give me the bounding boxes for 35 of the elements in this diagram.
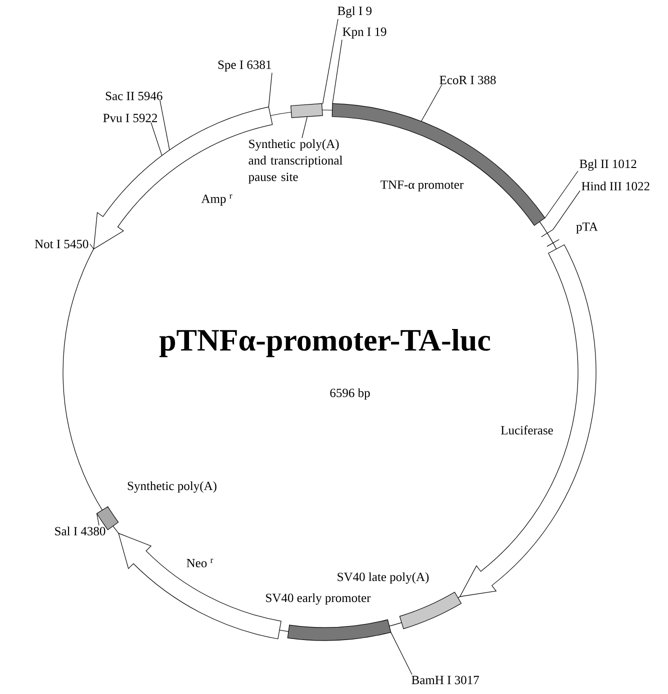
feature-label: SV40 late poly(A) — [338, 572, 429, 584]
feature-band — [290, 103, 323, 118]
leader-line — [302, 116, 308, 138]
leader-line — [90, 244, 94, 250]
restriction-site-label: Bgl I 9 — [338, 6, 372, 18]
feature-label: TNF-α promoter — [380, 180, 464, 192]
restriction-site-label: Kpn I 19 — [342, 28, 386, 38]
leader-line — [420, 84, 442, 122]
leader-line — [552, 190, 580, 230]
leader-line — [150, 122, 162, 156]
feature-label: pTA — [576, 222, 598, 234]
restriction-site-label: Pvu I 5922 — [103, 114, 158, 122]
leader-line — [322, 18, 338, 104]
restriction-site-label: Sac II 5946 — [106, 92, 162, 100]
feature-label: SV40 early promoter — [266, 593, 371, 605]
restriction-site-label: Not I 5450 — [34, 240, 88, 248]
leader-line — [332, 39, 342, 104]
restriction-site-label: Hind III 1022 — [582, 182, 650, 190]
leader-line — [96, 513, 100, 526]
restriction-site-label: Sal I 4380 — [55, 526, 106, 536]
plasmid-size: 6596 bp — [330, 388, 370, 400]
feature-label: Luciferase — [501, 426, 553, 434]
feature-label: Synthetic poly(A) and transcriptional pause site — [248, 139, 342, 184]
leader-line — [390, 632, 412, 675]
plasmid-name: pTNFα-promoter-TA-luc — [159, 328, 490, 358]
restriction-site-label: BamH I 3017 — [412, 676, 479, 684]
feature-label: Synthetic poly(A) — [128, 481, 216, 493]
leader-line — [544, 170, 578, 218]
feature-label: Neo $^{r}$ — [186, 558, 214, 568]
leader-line — [160, 100, 170, 150]
restriction-site-label: Bgl II 1012 — [580, 159, 636, 171]
leader-line — [268, 72, 272, 108]
restriction-site-label: Spe I 6381 — [218, 60, 271, 72]
feature-label: Amp $^{r}$ — [201, 194, 232, 206]
restriction-site-label: EcoR I 388 — [440, 76, 496, 84]
